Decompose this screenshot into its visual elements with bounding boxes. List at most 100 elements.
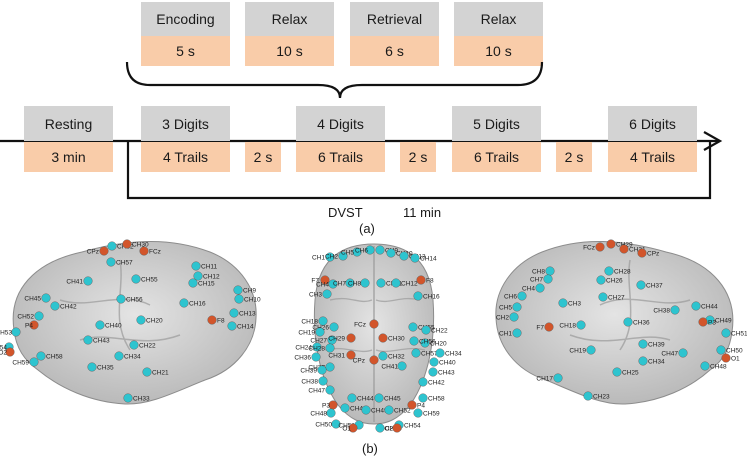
right-dot-ch44 <box>691 301 701 311</box>
right-dot-fcz <box>595 242 605 252</box>
top-label-ch43: CH43 <box>438 370 455 377</box>
top-label-p3: P3 <box>322 403 330 410</box>
top-label-ch1: CH1 <box>312 255 325 262</box>
top-dot-ch38 <box>318 376 328 386</box>
top-dot-ch52 <box>384 405 394 415</box>
left-label-ch35: CH35 <box>97 365 114 372</box>
right-label-ch37: CH37 <box>646 283 663 290</box>
top-dot-ch24 <box>312 342 322 352</box>
right-dot-ch29 <box>606 239 616 249</box>
top-dot-ch8 <box>360 278 370 288</box>
top-dot-ch4 <box>328 279 338 289</box>
right-dot-ch47 <box>678 348 688 358</box>
right-label-ch28: CH28 <box>614 269 631 276</box>
left-dot-ch15 <box>188 278 198 288</box>
top-dot-ch42 <box>418 377 428 387</box>
top-dot-ch1 <box>325 252 335 262</box>
top-label-ch2: CH2 <box>325 254 338 261</box>
top-dot-ch45 <box>374 393 384 403</box>
left-label-ch30: CH30 <box>132 242 149 249</box>
right-label-ch2: CH2 <box>496 315 509 322</box>
top-label-ch32: CH32 <box>388 354 405 361</box>
top-label-ch27: CH27 <box>310 338 327 345</box>
left-label-ch20: CH20 <box>146 318 163 325</box>
right-label-ch25: CH25 <box>622 370 639 377</box>
left-dot-ch30 <box>122 239 132 249</box>
phase-retrieval-header: Retrieval <box>350 2 439 36</box>
top-label-ch41: CH41 <box>381 364 398 371</box>
top-label-ch3: CH3 <box>309 292 322 299</box>
top-label-ch57: CH57 <box>421 351 438 358</box>
top-label-ch18: CH18 <box>301 319 318 326</box>
right-dot-ch48 <box>700 361 710 371</box>
right-label-cpz: CPz <box>647 251 659 258</box>
top-dot-ch7 <box>345 278 355 288</box>
right-dot-ch1 <box>512 328 522 338</box>
top-dot-ch47 <box>325 385 335 395</box>
task-name: DVST <box>328 205 363 220</box>
left-label-ch21: CH21 <box>152 370 169 377</box>
right-dot-ch5 <box>512 302 522 312</box>
top-dot-ch56 <box>409 336 419 346</box>
left-dot-ch52 <box>34 311 44 321</box>
top-dot-f7 <box>320 275 330 285</box>
top-label-f7: F7 <box>311 278 319 285</box>
left-label-ch54: CH54 <box>0 345 7 352</box>
right-dot-ch27 <box>598 292 608 302</box>
left-dot-f8 <box>207 315 217 325</box>
left-label-ch33: CH33 <box>133 396 150 403</box>
right-dot-ch28 <box>604 266 614 276</box>
left-label-ch56: CH56 <box>126 297 143 304</box>
top-dot-ch30 <box>378 333 388 343</box>
top-label-ch8: CH8 <box>348 281 361 288</box>
top-dot-ch5 <box>352 247 362 257</box>
left-label-ch58: CH58 <box>46 354 63 361</box>
top-dot-ch10 <box>386 248 396 258</box>
top-label-ch31: CH31 <box>328 353 345 360</box>
left-dot-ch57 <box>106 257 116 267</box>
top-label-ch58: CH58 <box>428 396 445 403</box>
right-label-ch8: CH8 <box>532 269 545 276</box>
left-label-fcz: FCz <box>149 249 161 256</box>
right-label-fcz: FCz <box>583 245 595 252</box>
left-label-ch12: CH12 <box>203 274 220 281</box>
right-dot-p3 <box>698 317 708 327</box>
right-dot-ch23 <box>583 391 593 401</box>
left-label-ch45: CH45 <box>24 296 41 303</box>
left-dot-ch33 <box>123 393 133 403</box>
right-label-ch44: CH44 <box>701 304 718 311</box>
top-dot-ch6 <box>365 245 375 255</box>
right-label-ch23: CH23 <box>593 394 610 401</box>
left-label-ch57: CH57 <box>116 260 133 267</box>
top-dot-ch53 <box>375 423 385 433</box>
left-dot-ch56 <box>116 294 126 304</box>
right-label-ch17: CH17 <box>536 376 553 383</box>
right-dot-cpz <box>637 248 647 258</box>
left-dot-ch40 <box>95 320 105 330</box>
right-dot-o1 <box>721 353 731 363</box>
top-dot-ch49 <box>361 405 371 415</box>
left-dot-ch53 <box>11 327 21 337</box>
top-label-o1: O1 <box>342 426 351 433</box>
top-label-ch28: CH28 <box>308 346 325 353</box>
right-dot-ch25 <box>612 367 622 377</box>
timeline-3digits-header: 3 Digits <box>141 106 230 141</box>
top-dot-ch22 <box>421 325 431 335</box>
timeline-4digits-header: 4 Digits <box>296 106 385 141</box>
right-dot-ch2 <box>509 312 519 322</box>
top-dot-ch20 <box>420 338 430 348</box>
phase-relax-duration: 10 s <box>245 36 334 66</box>
left-dot-o2 <box>5 347 15 357</box>
top-dot-ch11 <box>376 278 386 288</box>
right-dot-ch8 <box>545 266 555 276</box>
top-dot-ch14 <box>410 253 420 263</box>
top-label-p4: P4 <box>417 403 425 410</box>
right-label-p3: P3 <box>708 320 716 327</box>
timeline-gap-1: 2 s <box>245 142 281 172</box>
brain-right-shape <box>495 241 734 405</box>
top-dot-ch37 <box>325 362 335 372</box>
right-dot-ch51 <box>721 328 731 338</box>
caption-b: (b) <box>362 441 378 456</box>
right-label-ch1: CH1 <box>499 331 512 338</box>
